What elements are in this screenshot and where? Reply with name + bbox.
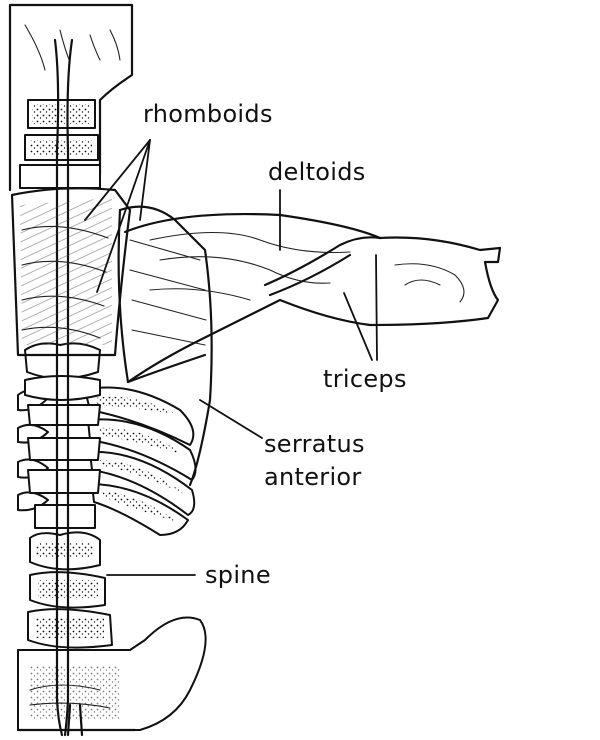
serratus-label-line2: anterior [264,463,362,491]
head-neck [8,3,134,192]
spinal-cord [53,38,74,737]
triceps-leader-1 [343,292,373,361]
triceps-leader-2 [375,254,378,361]
spine-vertebrae [19,99,113,649]
pelvis [16,616,207,737]
rhomboids-leader-3 [139,139,151,221]
leader-lines [84,139,378,576]
spine-label: spine [205,561,271,589]
rhomboids-leader-2 [96,139,151,293]
rhomboids-label: rhomboids [143,100,273,128]
serratus-leader [199,399,263,439]
arm-muscles [123,213,502,384]
shoulder-blade [117,205,213,487]
rhomboids-leader-1 [84,139,151,221]
serratus-label-line1: serratus [264,430,365,458]
deltoids-label: deltoids [268,158,366,186]
rhomboid-muscles [10,187,132,357]
triceps-label: triceps [323,365,407,393]
